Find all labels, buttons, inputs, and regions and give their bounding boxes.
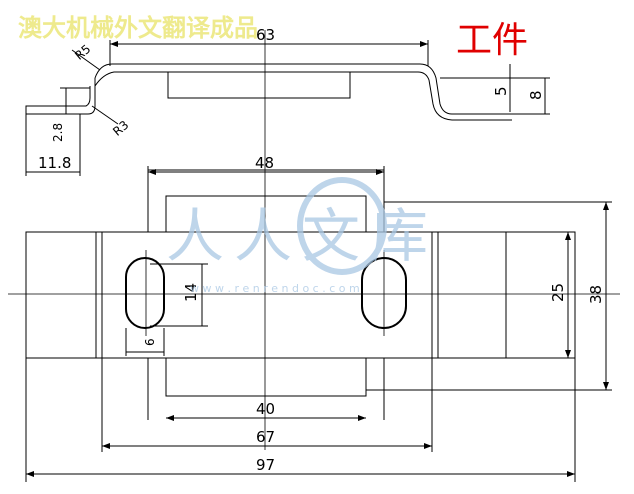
- dim-side-right: 5 8: [440, 64, 550, 115]
- watermark-url: w w w . r e n r e n d o c . c o m: [190, 282, 360, 295]
- dim-97-label: 97: [256, 456, 275, 474]
- watermark-swoosh: [297, 177, 387, 275]
- dim-6: 6: [125, 328, 165, 356]
- dim-25-label: 25: [549, 283, 567, 302]
- dim-38-label: 38: [587, 285, 605, 304]
- dim-63-label: 63: [256, 26, 275, 44]
- dim-38: 38: [366, 201, 612, 391]
- part-title: 工件: [456, 20, 528, 61]
- dim-side-left: 2.8 11.8: [25, 87, 90, 176]
- side-profile-inner: [94, 71, 512, 121]
- side-left-tab: [25, 78, 96, 115]
- watermark-logo-text: 人人文库: [166, 202, 438, 270]
- dim-14-label: 14: [182, 283, 200, 302]
- dim-48-label: 48: [255, 154, 274, 172]
- dim-11-8-label: 11.8: [38, 154, 71, 172]
- watermark: 人人文库 w w w . r e n r e n d o c . c o m: [166, 177, 438, 295]
- dim-2-8-label: 2.8: [51, 123, 65, 142]
- dim-63: 63: [109, 26, 429, 66]
- dim-8-label: 8: [527, 90, 545, 100]
- dim-25: 25: [506, 231, 574, 359]
- dim-40-label: 40: [256, 400, 275, 418]
- dim-40: 40: [166, 400, 366, 421]
- side-profile-outer: [94, 63, 512, 115]
- dim-97: 97: [25, 358, 576, 482]
- dim-14: 14: [150, 263, 208, 327]
- side-view: [25, 63, 512, 121]
- dim-67: 67: [101, 358, 433, 452]
- dim-67-label: 67: [256, 428, 275, 446]
- banner-text: 澳大机械外文翻译成品: [18, 14, 258, 42]
- lower-body-outline: [165, 358, 367, 397]
- raised-body-inner: [165, 195, 367, 232]
- radius-callouts: R5 R3: [71, 42, 131, 139]
- dim-6-label: 6: [143, 338, 157, 346]
- dim-5-label: 5: [492, 86, 510, 96]
- radius-r5-label: R5: [72, 42, 93, 63]
- slot-left: [125, 257, 165, 329]
- side-flange-rect: [167, 71, 351, 99]
